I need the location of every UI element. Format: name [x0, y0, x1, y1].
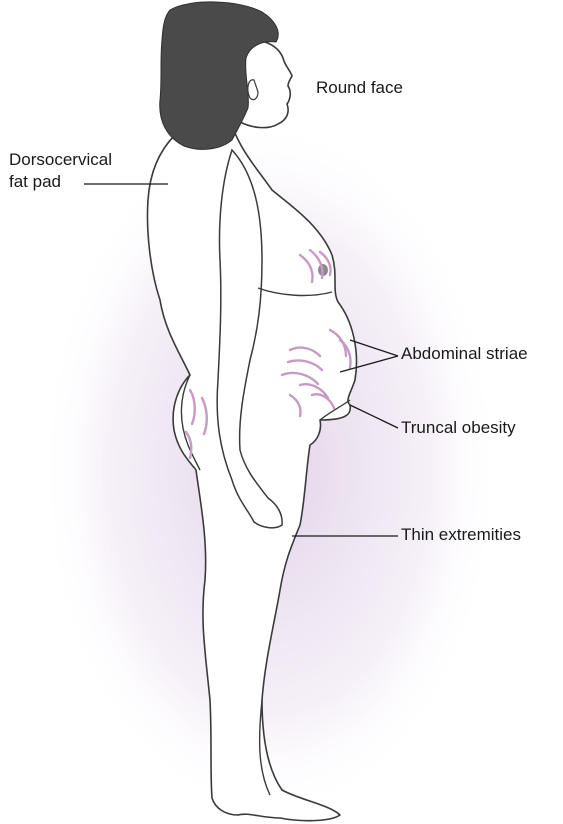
label-round-face: Round face — [316, 77, 403, 99]
label-abdominal-striae: Abdominal striae — [401, 343, 528, 365]
label-fat-pad: fat pad — [9, 171, 61, 193]
label-dorsocervical: Dorsocervical — [9, 149, 112, 171]
label-truncal-obesity: Truncal obesity — [401, 417, 516, 439]
label-thin-extremities: Thin extremities — [401, 524, 521, 546]
